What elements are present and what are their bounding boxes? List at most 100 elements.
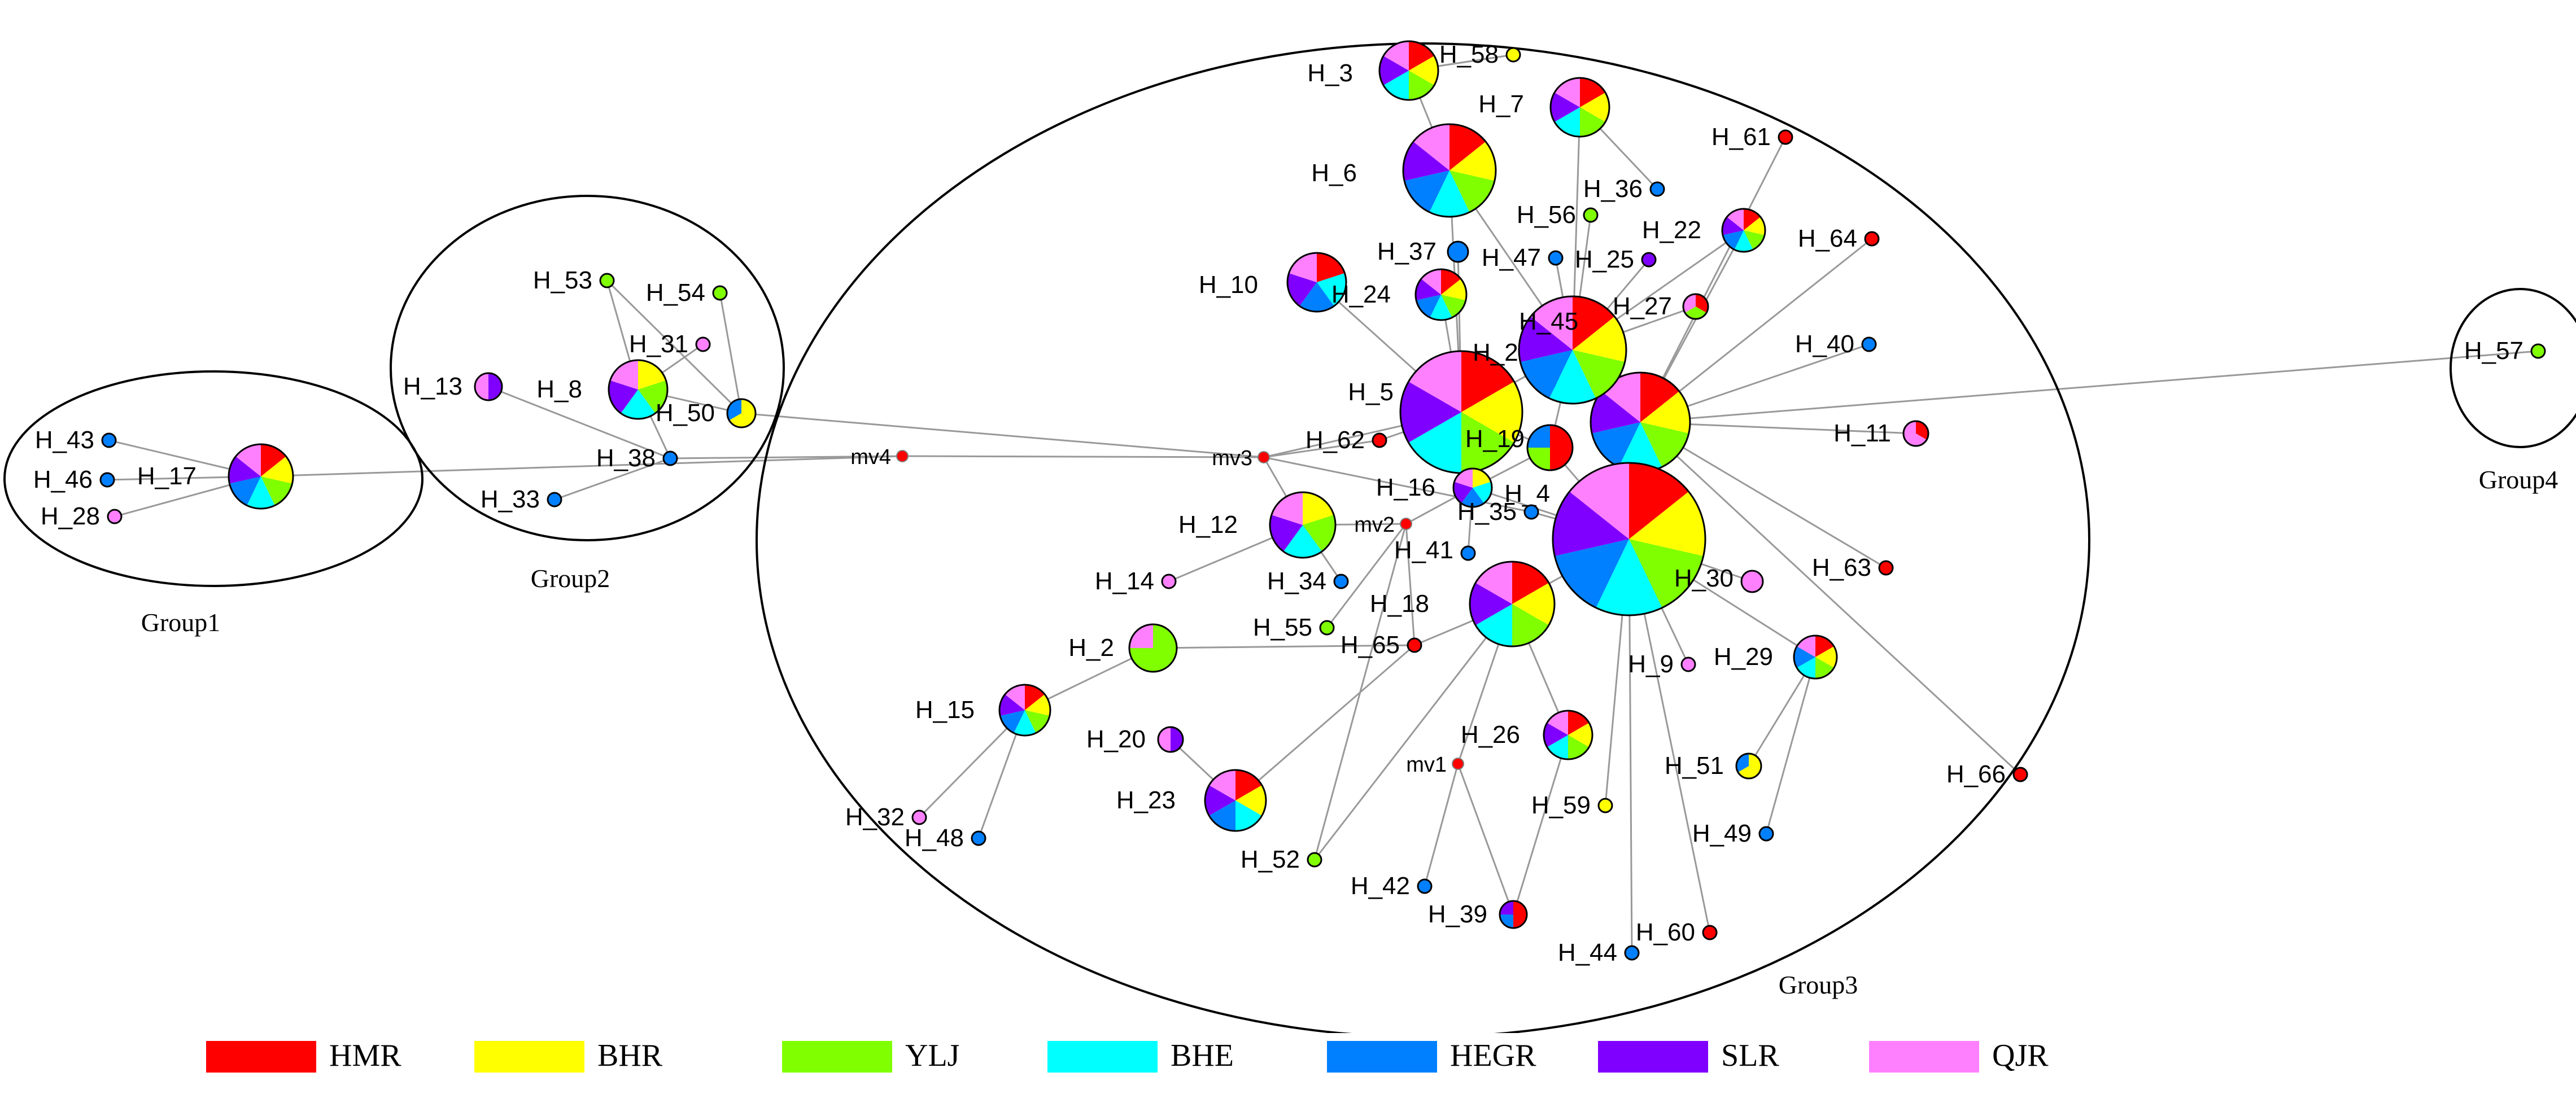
link-mv4-mv3 bbox=[902, 455, 1264, 458]
node-label-H_13: H_13 bbox=[403, 373, 462, 400]
node-h-63: H_63 bbox=[1812, 554, 1894, 581]
node-label-H_28: H_28 bbox=[41, 502, 100, 530]
node-h-39: H_39 bbox=[1428, 900, 1528, 929]
node-h-22: H_22 bbox=[1642, 208, 1766, 253]
node-h-58: H_58 bbox=[1439, 41, 1521, 68]
node-H_16-slice-1 bbox=[1473, 482, 1492, 504]
node-label-H_39: H_39 bbox=[1428, 900, 1487, 928]
node-h-59: H_59 bbox=[1531, 791, 1613, 819]
node-H_62-slice-0 bbox=[1373, 434, 1386, 447]
node-H_29-slice-4 bbox=[1794, 646, 1815, 668]
node-H_14-slice-0 bbox=[1162, 575, 1176, 588]
node-H_26-outline bbox=[1543, 710, 1593, 760]
node-label-H_45: H_45 bbox=[1519, 308, 1578, 335]
node-H_51-slice-1 bbox=[1737, 766, 1760, 778]
node-H_17-slice-3 bbox=[247, 476, 275, 509]
node-H_35-outline bbox=[1523, 504, 1539, 520]
node-label-H_43: H_43 bbox=[35, 426, 94, 454]
node-label-H_11: H_11 bbox=[1833, 419, 1891, 447]
node-label-H_65: H_65 bbox=[1341, 631, 1400, 659]
node-H_53-outline bbox=[599, 273, 615, 288]
node-H_39-slice-0 bbox=[1513, 901, 1527, 914]
node-h-13: H_13 bbox=[403, 372, 503, 401]
node-H_1-slice-5 bbox=[1591, 391, 1640, 434]
node-H_8-slice-1 bbox=[638, 380, 667, 414]
node-H_10-slice-0 bbox=[1317, 253, 1345, 282]
node-label-H_55: H_55 bbox=[1253, 614, 1312, 641]
node-label-H_7: H_7 bbox=[1478, 90, 1524, 118]
node-H_37-outline bbox=[1447, 240, 1469, 263]
legend: HMR BHR YLJ BHE HEGR SLR QJR bbox=[0, 1033, 2576, 1089]
node-H_31-outline bbox=[695, 336, 711, 352]
median-vector-dot bbox=[896, 450, 909, 462]
legend-swatch-hegr bbox=[1327, 1041, 1437, 1073]
node-H_5-slice-4 bbox=[1400, 382, 1461, 443]
link-H_65-H_23 bbox=[1235, 644, 1415, 802]
node-label-H_32: H_32 bbox=[845, 803, 905, 831]
node-H_25-outline bbox=[1641, 252, 1657, 268]
node-h-53: H_53 bbox=[533, 266, 615, 294]
node-H_2-slice-2 bbox=[1129, 648, 1153, 672]
link-H_1-H_61 bbox=[1639, 137, 1787, 423]
node-H_54-slice-0 bbox=[713, 286, 727, 300]
node-H_18-outline bbox=[1469, 561, 1556, 647]
node-H_11-slice-1 bbox=[1905, 434, 1927, 446]
node-H_10-slice-1 bbox=[1317, 273, 1347, 307]
node-label-H_44: H_44 bbox=[1558, 939, 1617, 966]
node-label-H_54: H_54 bbox=[646, 279, 705, 307]
node-H_27-outline bbox=[1682, 293, 1709, 320]
legend-swatch-qjr bbox=[1869, 1041, 1979, 1073]
node-h-49: H_49 bbox=[1692, 820, 1774, 847]
node-H_6-slice-0 bbox=[1449, 124, 1486, 170]
node-H_56-outline bbox=[1583, 207, 1599, 223]
node-H_16-slice-0 bbox=[1473, 469, 1491, 488]
node-label-H_18: H_18 bbox=[1370, 590, 1429, 618]
node-h-34: H_34 bbox=[1267, 567, 1349, 595]
node-label-H_64: H_64 bbox=[1798, 225, 1857, 252]
node-label-H_8: H_8 bbox=[536, 375, 582, 403]
node-H_2-slice-1 bbox=[1153, 648, 1177, 672]
node-label-H_14: H_14 bbox=[1095, 567, 1154, 595]
node-h-16: H_16 bbox=[1376, 467, 1493, 508]
node-H_38-outline bbox=[662, 450, 678, 466]
group-label-g3: Group3 bbox=[1779, 970, 1858, 999]
link-H_18-H_52 bbox=[1313, 603, 1513, 860]
node-H_27-slice-1 bbox=[1684, 307, 1707, 319]
node-H_19-outline bbox=[1526, 424, 1574, 471]
node-H_12-slice-0 bbox=[1303, 492, 1334, 525]
node-H_12-outline bbox=[1269, 491, 1337, 559]
node-label-H_48: H_48 bbox=[905, 824, 964, 852]
node-H_47-outline bbox=[1548, 250, 1564, 266]
node-H_19-slice-0 bbox=[1550, 425, 1573, 448]
node-H_49-outline bbox=[1758, 826, 1774, 842]
node-label-H_16: H_16 bbox=[1376, 474, 1435, 501]
node-label-H_37: H_37 bbox=[1377, 238, 1437, 265]
node-H_53-slice-0 bbox=[600, 274, 614, 287]
node-H_38-slice-0 bbox=[663, 452, 677, 465]
node-H_8-slice-4 bbox=[610, 360, 638, 390]
node-H_7-outline bbox=[1549, 77, 1610, 138]
node-label-mv2: mv2 bbox=[1354, 513, 1395, 537]
node-H_48-outline bbox=[971, 830, 986, 846]
node-H_45-slice-0 bbox=[1573, 296, 1615, 350]
node-h-44: H_44 bbox=[1558, 939, 1640, 966]
node-h-24: H_24 bbox=[1331, 268, 1468, 321]
node-H_48-slice-0 bbox=[972, 832, 985, 845]
node-H_64-slice-0 bbox=[1865, 232, 1879, 246]
node-label-H_26: H_26 bbox=[1461, 721, 1520, 749]
node-H_23-outline bbox=[1204, 769, 1267, 832]
node-label-H_2: H_2 bbox=[1068, 634, 1114, 662]
node-H_17-slice-0 bbox=[261, 444, 286, 476]
node-label-H_57: H_57 bbox=[2464, 337, 2523, 365]
node-h-40: H_40 bbox=[1795, 330, 1877, 358]
group-label-g4: Group4 bbox=[2479, 465, 2558, 494]
legend-swatch-bhe bbox=[1047, 1041, 1158, 1073]
node-h-31: H_31 bbox=[629, 330, 711, 358]
node-H_24-slice-6 bbox=[1421, 269, 1441, 295]
node-H_36-outline bbox=[1649, 181, 1665, 197]
median-vector-dot bbox=[1400, 518, 1412, 530]
node-label-mv3: mv3 bbox=[1212, 447, 1252, 470]
node-h-12: H_12 bbox=[1178, 491, 1337, 559]
node-H_61-slice-0 bbox=[1779, 130, 1792, 144]
node-H_66-slice-0 bbox=[2014, 768, 2027, 781]
